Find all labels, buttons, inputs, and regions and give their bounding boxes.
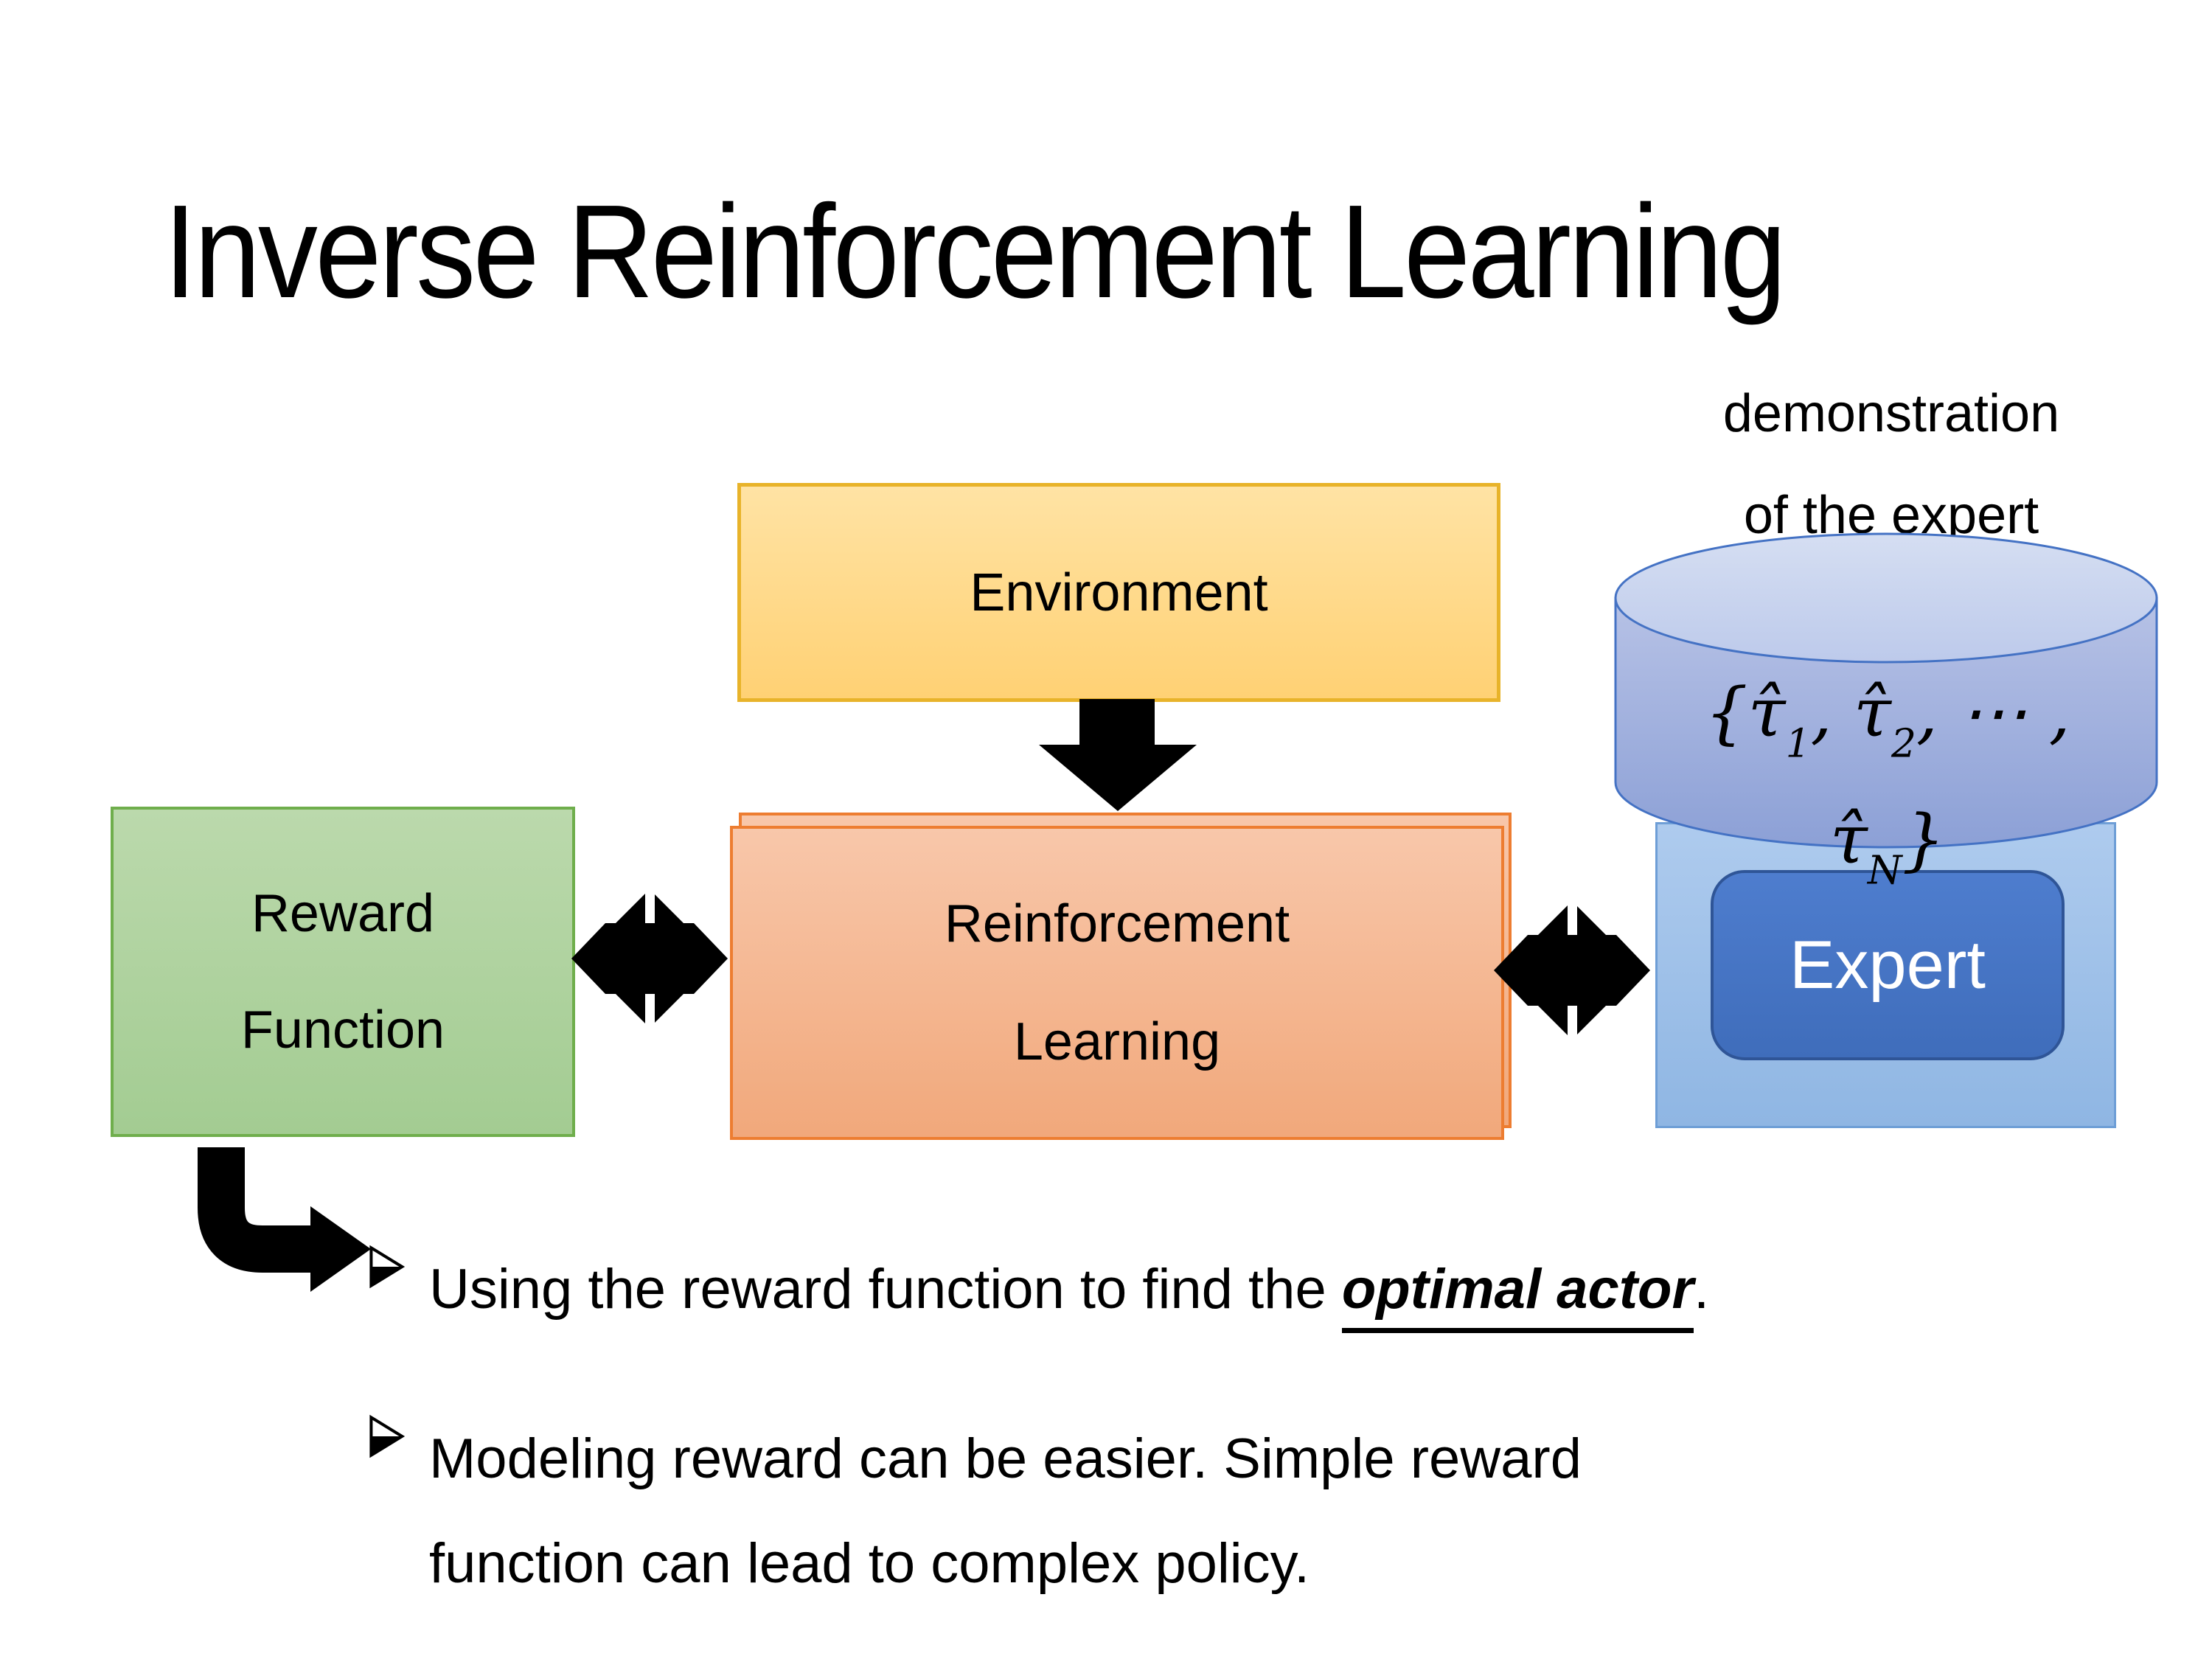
- bullet-2-text: Modeling reward can be easier. Simple re…: [429, 1427, 1582, 1595]
- reinforcement-learning-label-line1: Reinforcement: [944, 894, 1290, 953]
- bent-arrow-icon: [198, 1147, 371, 1292]
- environment-box: Environment: [737, 483, 1500, 702]
- environment-label: Environment: [970, 563, 1268, 622]
- cylinder-math: {τ̂1, τ̂2, ⋯ , τ̂N}: [1705, 673, 2070, 894]
- bullet-arrow-icon: [369, 1245, 406, 1289]
- bullet-arrow-icon: [369, 1414, 406, 1458]
- expert-label: Expert: [1790, 927, 1986, 1003]
- demonstration-cylinder: [1614, 532, 2158, 849]
- demonstration-label: demonstration of the expert: [1633, 363, 2149, 566]
- reward-function-box: Reward Function: [111, 807, 575, 1137]
- bullet-1-text: Using the reward function to find the op…: [429, 1237, 1709, 1342]
- bullet-item-1: Using the reward function to find the op…: [367, 1237, 1709, 1342]
- expert-box: Expert: [1711, 870, 2065, 1060]
- page-title: Inverse Reinforcement Learning: [164, 178, 1787, 326]
- reinforcement-learning-label-line2: Learning: [1013, 1012, 1221, 1071]
- exchange-arrow-left-icon: [571, 888, 728, 1029]
- down-arrow-icon: [1039, 699, 1197, 811]
- reward-function-label-line1: Reward: [251, 884, 435, 943]
- exchange-arrow-right-icon: [1494, 900, 1650, 1041]
- reinforcement-learning-box: Reinforcement Learning: [730, 826, 1504, 1140]
- optimal-actor-emphasis: optimal actor: [1341, 1258, 1694, 1333]
- reward-function-label-line2: Function: [240, 1001, 445, 1060]
- demonstration-label-line1: demonstration: [1722, 384, 2060, 443]
- bullet-item-2: Modeling reward can be easier. Simple re…: [367, 1407, 1582, 1616]
